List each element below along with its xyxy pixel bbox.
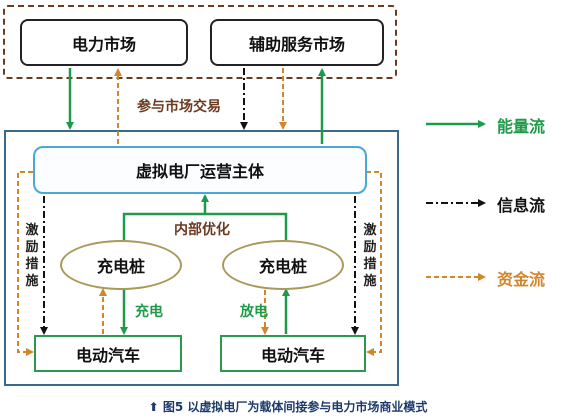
power-market-label: 电力市场	[71, 34, 136, 54]
ancillary-market-label: 辅助服务市场	[248, 34, 345, 54]
charging-pile-right-label: 充电桩	[258, 257, 307, 276]
ev-right-box: 电动汽车	[220, 335, 366, 372]
charging-pile-left-label: 充电桩	[96, 257, 145, 276]
money-loop-left	[17, 171, 34, 356]
charging-pile-left: 充电桩	[60, 240, 182, 290]
ancillary-market-box: 辅助服务市场	[210, 19, 384, 66]
figure-caption: ⬆ 图5 以虚拟电厂为载体间接参与电力市场商业模式	[0, 398, 576, 415]
legend-money-label: 资金流	[497, 270, 546, 289]
internal-opt-label: 内部优化	[174, 222, 230, 238]
ev-left-label: 电动汽车	[75, 345, 140, 365]
ev-left-box: 电动汽车	[34, 335, 182, 372]
caption-arrow-icon: ⬆	[148, 400, 163, 414]
market-group-frame	[3, 5, 397, 79]
vpp-system-frame	[4, 130, 399, 386]
power-market-box: 电力市场	[20, 19, 188, 66]
ev-right-label: 电动汽车	[260, 345, 325, 365]
incentive-left-label: 激励措施	[25, 223, 39, 289]
money-loop-right	[366, 171, 382, 356]
charge-label: 充电	[135, 304, 163, 320]
legend-info-label: 信息流	[497, 196, 546, 215]
caption-text: 图5 以虚拟电厂为载体间接参与电力市场商业模式	[162, 400, 428, 414]
charging-pile-right: 充电桩	[222, 240, 344, 290]
participate-label: 参与市场交易	[137, 99, 221, 115]
incentive-right-label: 激励措施	[363, 223, 377, 289]
legend-energy-label: 能量流	[497, 117, 546, 136]
discharge-label: 放电	[240, 304, 268, 320]
vpp-operator-label: 虚拟电厂运营主体	[135, 162, 264, 181]
vpp-operator-box: 虚拟电厂运营主体	[33, 146, 367, 194]
